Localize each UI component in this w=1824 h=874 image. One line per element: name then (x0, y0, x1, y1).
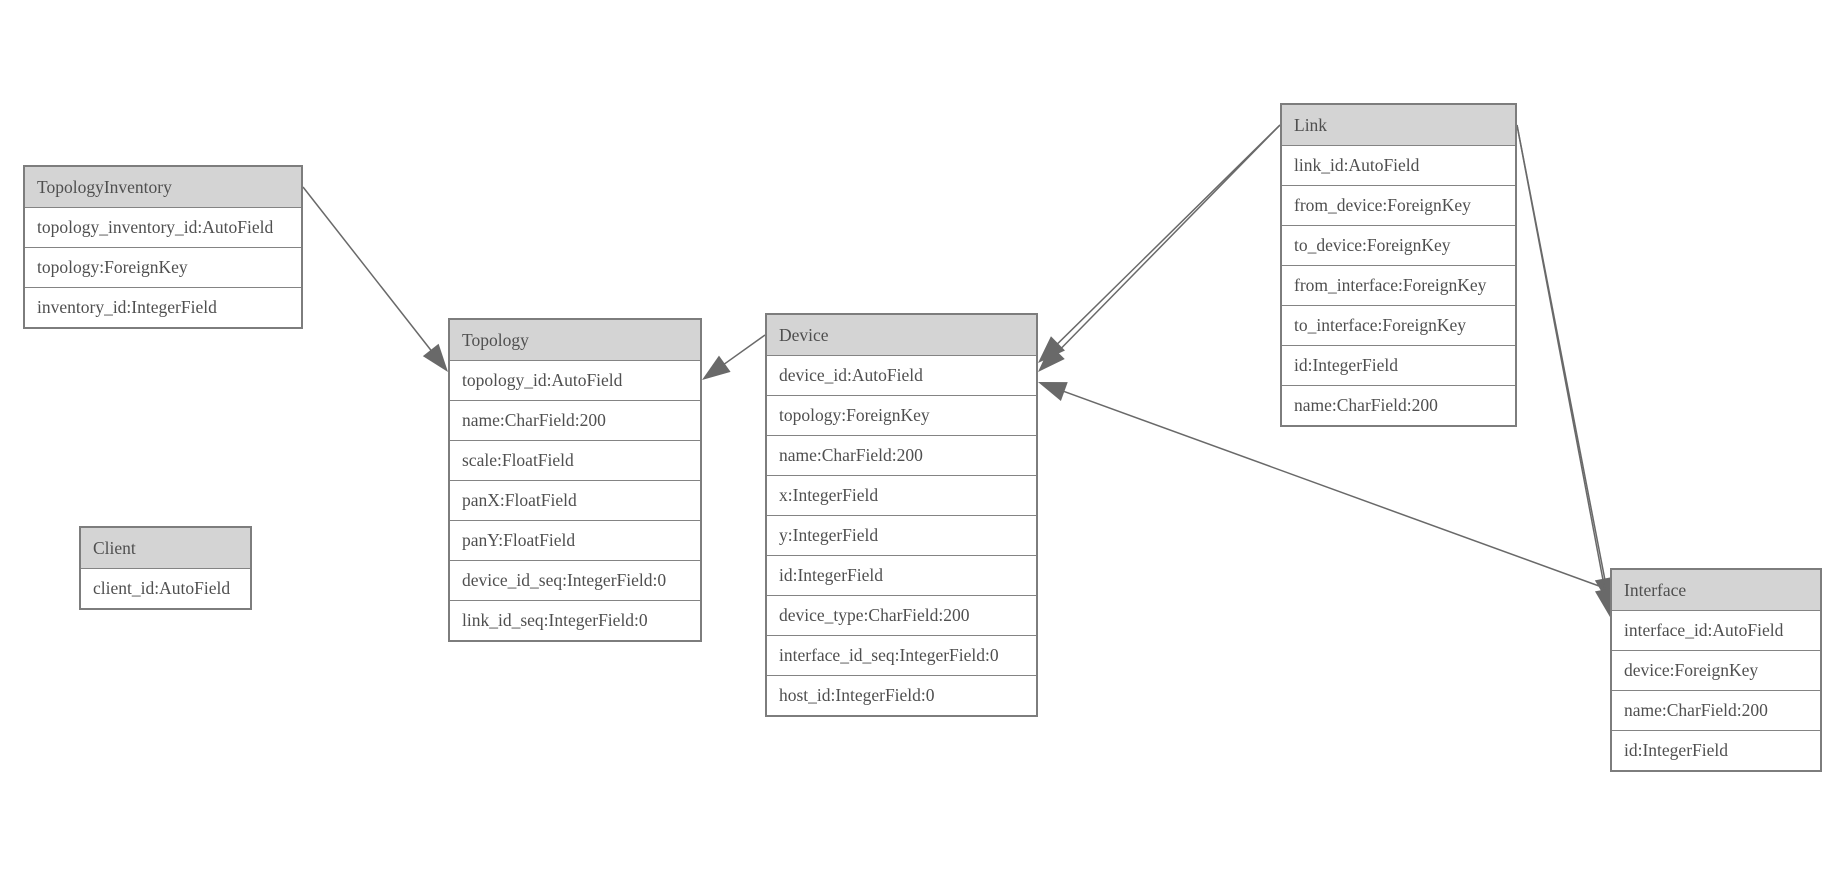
relationship-link-to_device-to-device (1038, 124, 1281, 372)
entity-field-row: name:CharField:200 (1612, 690, 1820, 730)
relationship-interface-device-to-device (1038, 382, 1611, 591)
entity-title: Device (767, 315, 1036, 355)
entity-field-row: topology_inventory_id:AutoField (25, 207, 301, 247)
entity-title: Topology (450, 320, 700, 360)
entity-field-row: id:IntegerField (1282, 345, 1515, 385)
entity-field-row: device_id:AutoField (767, 355, 1036, 395)
arrowhead-icon (1038, 345, 1065, 372)
entity-field-row: device:ForeignKey (1612, 650, 1820, 690)
entity-title: Link (1282, 105, 1515, 145)
entity-field-row: topology:ForeignKey (767, 395, 1036, 435)
entity-field-row: panX:FloatField (450, 480, 700, 520)
entity-field-row: interface_id:AutoField (1612, 610, 1820, 650)
entity-field-row: id:IntegerField (767, 555, 1036, 595)
relationship-line (1054, 124, 1281, 356)
entity-field-row: device_type:CharField:200 (767, 595, 1036, 635)
entity-field-row: scale:FloatField (450, 440, 700, 480)
entity-field-row: name:CharField:200 (1282, 385, 1515, 425)
relationship-topologyinventory-topology-to-topology (302, 186, 448, 372)
entity-field-row: from_device:ForeignKey (1282, 185, 1515, 225)
entity-field-row: name:CharField:200 (450, 400, 700, 440)
entity-field-row: to_interface:ForeignKey (1282, 305, 1515, 345)
entity-field-row: panY:FloatField (450, 520, 700, 560)
entity-field-row: topology_id:AutoField (450, 360, 700, 400)
entity-field-row: id:IntegerField (1612, 730, 1820, 770)
entity-title: TopologyInventory (25, 167, 301, 207)
entity-field-row: topology:ForeignKey (25, 247, 301, 287)
entity-field-row: y:IntegerField (767, 515, 1036, 555)
entity-field-row: interface_id_seq:IntegerField:0 (767, 635, 1036, 675)
relationship-link-to_interface-to-interface (1516, 124, 1615, 617)
relationship-link-from_device-to-device (1038, 124, 1281, 363)
relationship-line (1516, 124, 1607, 594)
entity-field-row: link_id:AutoField (1282, 145, 1515, 185)
arrowhead-icon (1038, 382, 1068, 401)
relationship-line (1060, 389, 1611, 591)
arrowhead-icon (422, 343, 448, 372)
entity-field-row: inventory_id:IntegerField (25, 287, 301, 327)
entity-field-row: from_interface:ForeignKey (1282, 265, 1515, 305)
entity-field-row: to_device:ForeignKey (1282, 225, 1515, 265)
entity-field-row: name:CharField:200 (767, 435, 1036, 475)
arrowhead-icon (1594, 587, 1615, 617)
entity-title: Interface (1612, 570, 1820, 610)
relationship-line (721, 334, 766, 367)
entity-field-row: client_id:AutoField (81, 568, 250, 608)
entity-field-row: host_id:IntegerField:0 (767, 675, 1036, 715)
entity-field-row: x:IntegerField (767, 475, 1036, 515)
relationship-line (302, 186, 434, 354)
relationship-device-topology-to-topology (702, 334, 766, 380)
relationship-line (1054, 124, 1281, 347)
arrowhead-icon (702, 355, 731, 380)
entity-field-row: link_id_seq:IntegerField:0 (450, 600, 700, 640)
relationship-link-from_interface-to-interface (1516, 124, 1615, 606)
entity-title: Client (81, 528, 250, 568)
entity-field-row: device_id_seq:IntegerField:0 (450, 560, 700, 600)
